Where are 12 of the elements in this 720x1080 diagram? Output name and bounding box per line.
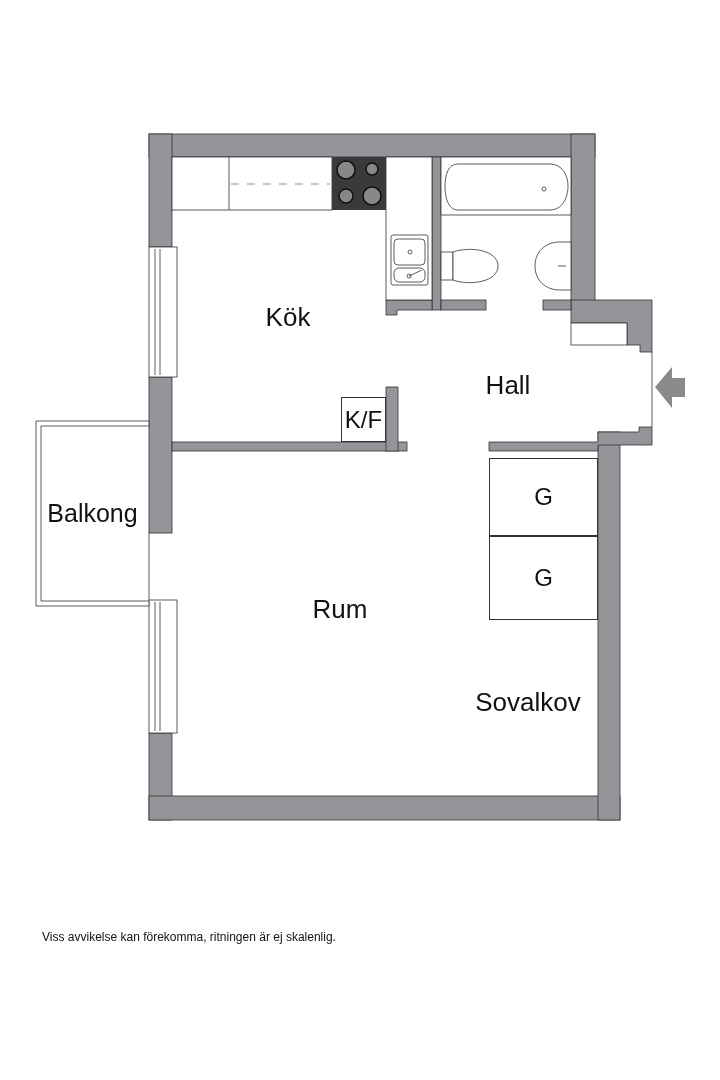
room-label: G xyxy=(534,564,553,592)
room-label: Kök xyxy=(265,301,311,333)
room-label: Sovalkov xyxy=(475,686,581,718)
room-label: Rum xyxy=(312,593,368,625)
wardrobe xyxy=(489,458,598,536)
room-label: G xyxy=(534,483,553,511)
disclaimer-note: Viss avvikelse kan förekomma, ritningen är ej skalenlig. xyxy=(42,930,336,944)
room-label: Hall xyxy=(485,369,531,401)
room-label: K/F xyxy=(344,405,383,434)
room-label: Balkong xyxy=(47,499,138,528)
storage-box xyxy=(341,397,386,442)
wardrobe xyxy=(489,536,598,620)
